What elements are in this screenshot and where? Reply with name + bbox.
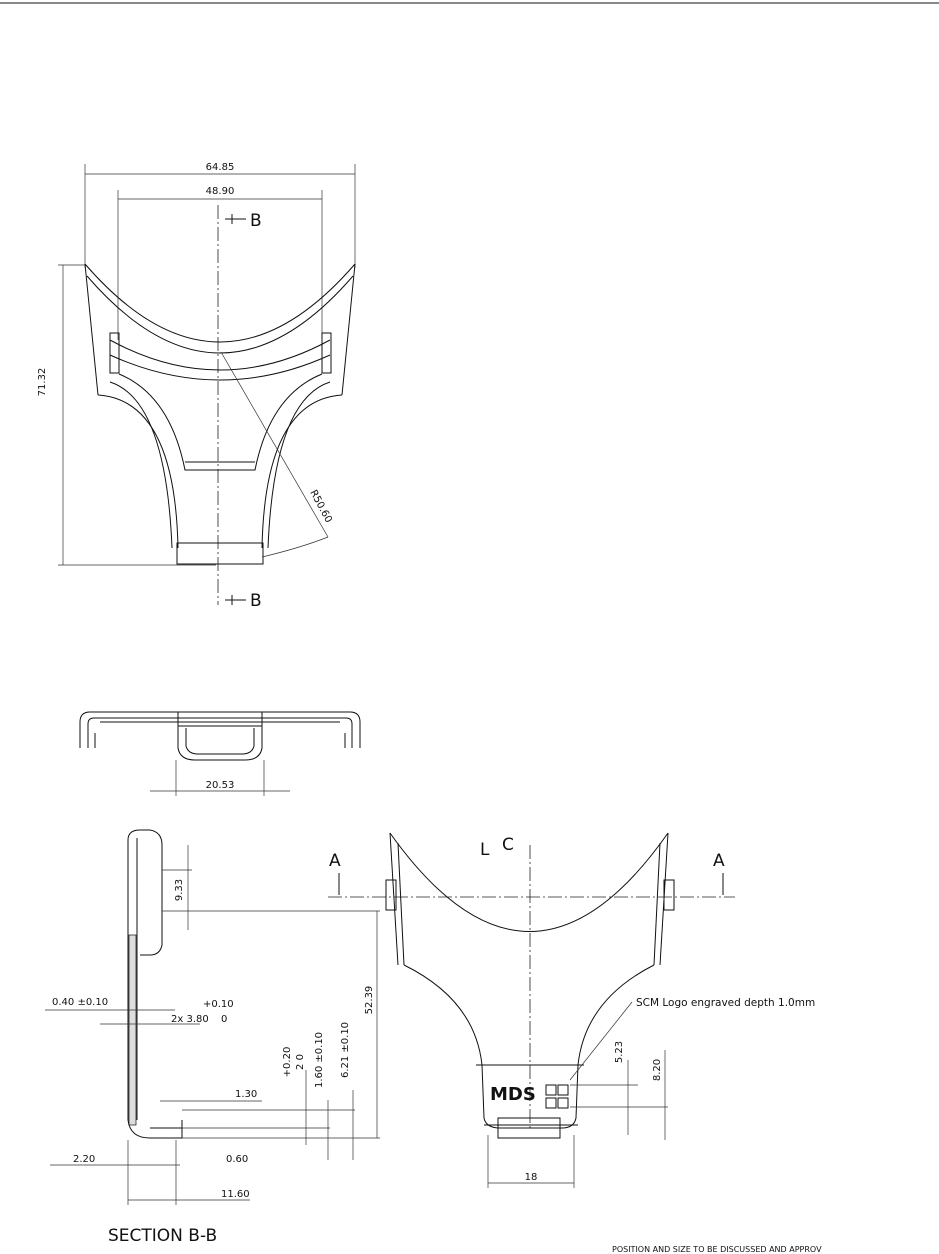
- dim-6-21: 6.21 ±0.10: [340, 1022, 351, 1078]
- logo-note: SCM Logo engraved depth 1.0mm: [636, 997, 815, 1009]
- dim-2: 2 0: [295, 1054, 306, 1070]
- dim-2-20: 2.20: [73, 1154, 95, 1165]
- dim-3-80: 2x 3.80: [171, 1014, 209, 1025]
- dim-48-90: 48.90: [206, 186, 235, 197]
- logo-square: [546, 1085, 556, 1095]
- marker-a-left: A: [329, 851, 341, 871]
- main-view: A A L C MDS SCM Logo engraved depth 1.0m…: [328, 833, 815, 1188]
- dim-52-39: 52.39: [364, 986, 375, 1015]
- centerline-c: C: [502, 835, 514, 855]
- top-view: 64.85 48.90 71.32 B B: [37, 162, 355, 611]
- dim-r50-60: R50.60: [307, 488, 333, 525]
- dim-8-20: 8.20: [652, 1059, 663, 1081]
- dim-1-30: 1.30: [235, 1089, 257, 1100]
- section-marker-b-bottom: B: [250, 591, 262, 611]
- dim-0-60: 0.60: [226, 1154, 248, 1165]
- dim-1-60: 1.60 ±0.10: [314, 1032, 325, 1088]
- logo-engraving: MDS: [490, 1084, 536, 1105]
- dim-18: 18: [525, 1172, 538, 1183]
- section-title: SECTION B-B: [108, 1226, 217, 1246]
- dim-11-60: 11.60: [221, 1189, 250, 1200]
- footer-note: POSITION AND SIZE TO BE DISCUSSED AND AP…: [612, 1245, 822, 1254]
- dim-20-53: 20.53: [206, 780, 235, 791]
- front-view: 20.53: [80, 712, 360, 796]
- dim-0-40: 0.40 ±0.10: [52, 997, 108, 1008]
- dim-5-23: 5.23: [614, 1041, 625, 1063]
- outer-arc: [85, 264, 355, 342]
- dim-64-85: 64.85: [206, 162, 235, 173]
- dim-3-80-tol-plus: +0.10: [203, 999, 234, 1010]
- centerline-l: L: [480, 840, 490, 860]
- section-b-b-view: 9.33 0.40 ±0.10 +0.10 2x 3.80 0 1.30 +0.…: [45, 830, 380, 1246]
- section-marker-b-top: B: [250, 211, 262, 231]
- dim-2-tol: +0.20: [282, 1047, 293, 1078]
- dim-9-33: 9.33: [174, 879, 185, 901]
- dim-3-80-tol-zero: 0: [221, 1014, 227, 1025]
- dim-71-32: 71.32: [37, 368, 48, 397]
- marker-a-right: A: [713, 851, 725, 871]
